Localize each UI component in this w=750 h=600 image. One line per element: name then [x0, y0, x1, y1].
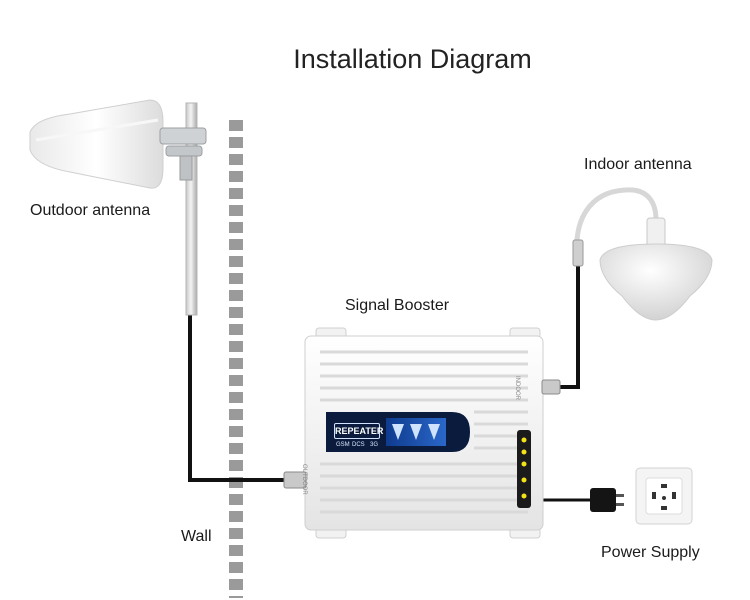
wall-label: Wall	[181, 528, 212, 545]
signal-bars	[392, 424, 440, 440]
yagi-antenna-housing	[29, 99, 164, 189]
ceiling-dome-antenna	[599, 243, 713, 321]
outdoor-port-connector	[283, 471, 307, 489]
band-dcs: DCS	[352, 442, 365, 448]
power-adapter	[590, 488, 624, 512]
indoor-port-label: INDOOR	[514, 376, 520, 400]
power-supply-label: Power Supply	[601, 544, 700, 561]
screen-brand-text: REPEATER	[334, 423, 383, 439]
indoor-antenna-label: Indoor antenna	[584, 156, 692, 173]
outdoor-antenna-label: Outdoor antenna	[30, 202, 151, 219]
indoor-antenna	[572, 187, 713, 321]
indoor-antenna-connector	[572, 239, 584, 267]
band-3g: 3G	[370, 442, 379, 448]
signal-booster-label: Signal Booster	[345, 297, 450, 314]
outdoor-antenna	[29, 99, 207, 316]
mounting-pole	[185, 102, 198, 316]
coax-cable-indoor	[560, 262, 580, 389]
outdoor-port-label: OUTDOOR	[301, 464, 307, 495]
diagram-title: Installation Diagram	[293, 44, 532, 74]
coax-cable-outdoor	[188, 314, 284, 482]
signal-booster	[283, 327, 561, 539]
wall-socket	[635, 467, 693, 525]
status-leds	[517, 430, 531, 508]
band-gsm: GSM	[336, 442, 350, 448]
antenna-bracket	[159, 127, 207, 145]
indoor-port-connector	[541, 379, 561, 395]
